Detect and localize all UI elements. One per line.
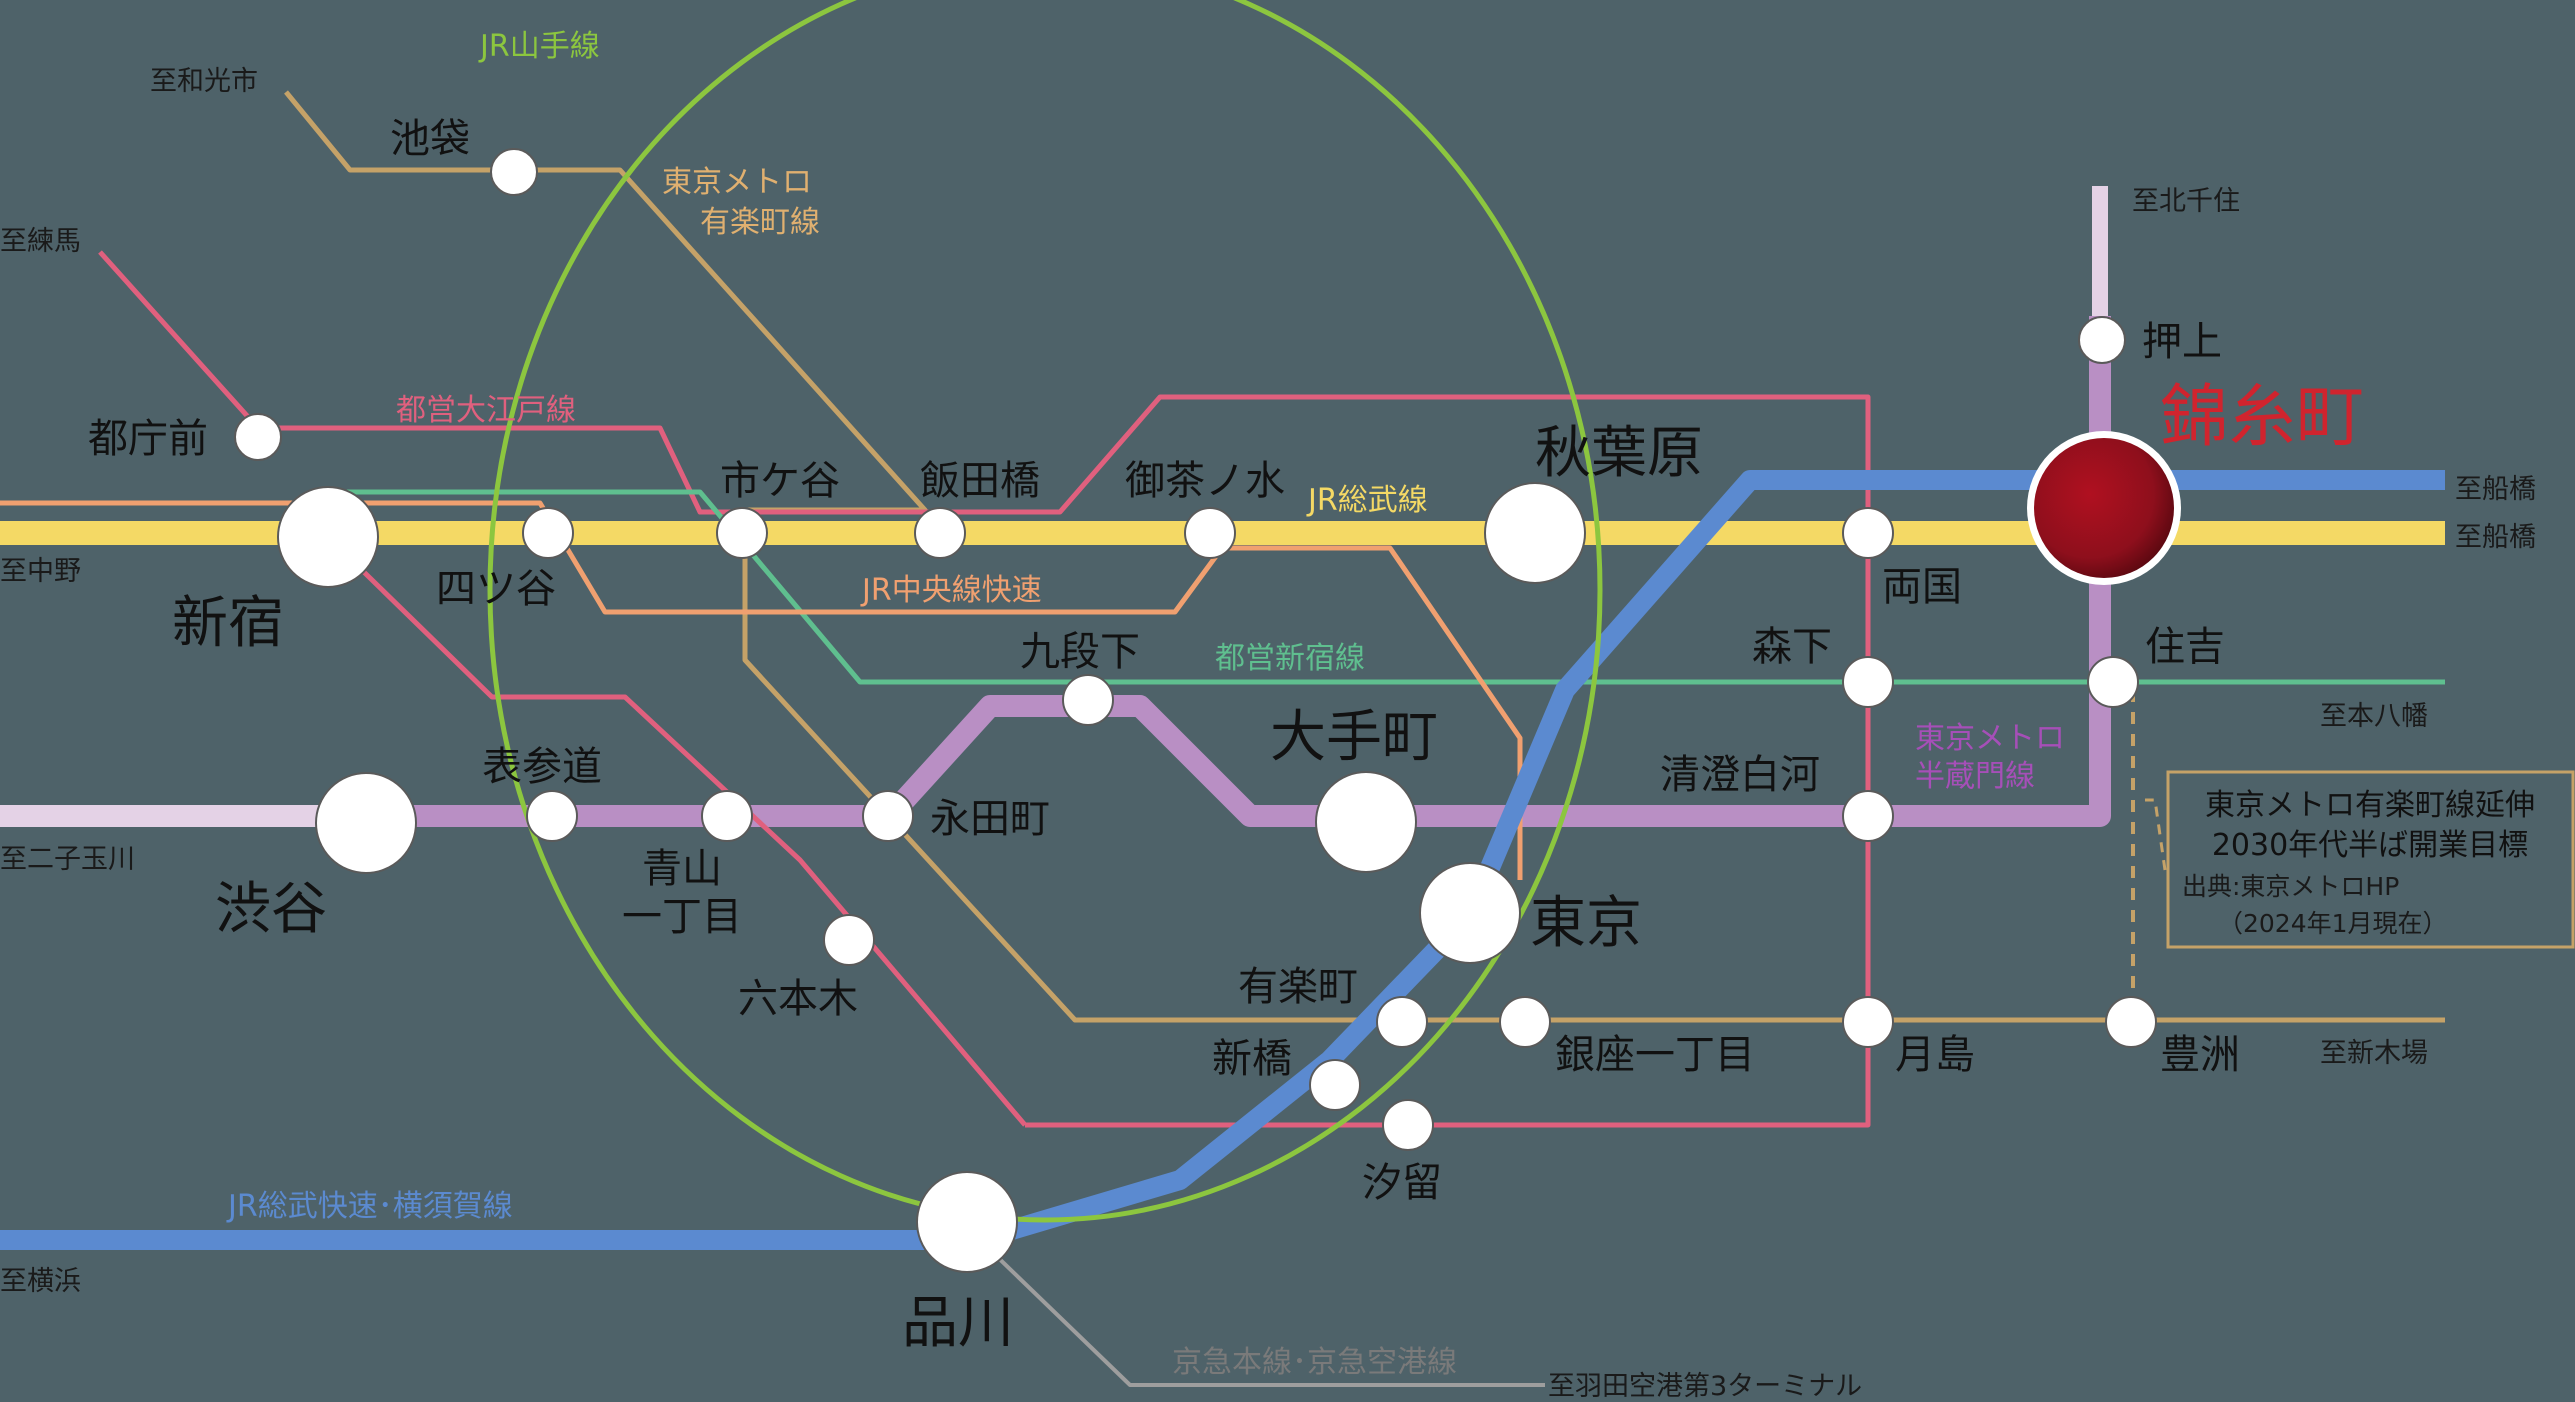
oedo-line [98,250,1871,1128]
toei-shinjuku-line [330,489,2445,685]
station-name-kiyosumi: 清澄白河 [1660,752,1820,798]
station-markers [234,148,2157,1273]
oedo-line-south [326,535,1027,1127]
station-name-roppongi: 六本木 [738,976,858,1022]
direction-funabashi-1: 至船橋 [2455,474,2536,505]
yamanote-line [487,0,1603,1223]
label-keikyu: 京急本線･京急空港線 [1172,1345,1457,1380]
station-marker-shinagawa[interactable] [916,1171,1018,1273]
station-marker-aoyama[interactable] [701,790,753,842]
station-marker-ryogoku[interactable] [1842,507,1894,559]
direction-yokohama: 至横浜 [0,1266,81,1297]
direction-futakotamagawa: 至二子玉川 [0,844,135,875]
station-name-otemachi: 大手町 [1270,705,1438,770]
station-name-yurakucho: 有楽町 [1238,964,1358,1010]
station-marker-oshiage[interactable] [2078,316,2126,364]
station-marker-shinjuku[interactable] [277,486,379,588]
station-marker-akihabara[interactable] [1484,482,1586,584]
note-source1: 出典:東京メトロHP [2182,872,2399,901]
extension-note: 東京メトロ有楽町線延伸 2030年代半ば開業目標 出典:東京メトロHP （202… [2145,770,2575,949]
direction-haneda: 至羽田空港第3ターミナル [1548,1371,1862,1402]
station-labels: 池袋 都庁前 新宿 四ツ谷 市ケ谷 飯田橋 御茶ノ水 秋葉原 両国 押上 錦糸町… [88,116,2364,1356]
station-marker-shimbashi[interactable] [1309,1059,1361,1111]
label-sobu: JR総武線 [1306,483,1428,518]
hanzomon-line [330,316,2111,827]
station-marker-tochomae[interactable] [234,413,282,461]
station-marker-kudanshita[interactable] [1062,674,1114,726]
label-oedo: 都営大江戸線 [396,393,576,428]
station-name-tokyo: 東京 [1530,891,1642,956]
keikyu-line [983,1243,1545,1387]
station-name-aoyama: 青山一丁目 [622,846,742,940]
note-box [2166,770,2575,949]
line-labels: JR山手線 東京メトロ有楽町線 都営大江戸線 JR総武線 JR中央線快速 都営新… [226,29,2065,1380]
direction-wakoshi: 至和光市 [150,66,258,97]
note-source2: （2024年1月現在） [2218,909,2448,938]
station-marker-otemachi[interactable] [1315,771,1417,873]
note-leader [2145,798,2167,871]
station-marker-shiodome[interactable] [1382,1099,1434,1151]
station-name-kinshicho: 錦糸町 [2160,378,2364,457]
station-name-shimbashi: 新橋 [1212,1036,1292,1082]
station-marker-yurakucho[interactable] [1376,996,1428,1048]
station-name-morishita: 森下 [1752,624,1832,670]
station-marker-yotsuya[interactable] [522,507,574,559]
direction-kitasenju: 至北千住 [2132,186,2240,217]
station-marker-toyosu[interactable] [2105,996,2157,1048]
station-marker-sumiyoshi[interactable] [2087,656,2139,708]
station-marker-tokyo[interactable] [1419,862,1521,964]
station-name-tochomae: 都庁前 [88,416,208,462]
station-marker-omotesando[interactable] [526,790,578,842]
station-name-omotesando: 表参道 [482,744,602,790]
station-marker-ichigaya[interactable] [716,507,768,559]
station-marker-nagatacho[interactable] [862,790,914,842]
station-name-ikebukuro: 池袋 [390,116,470,162]
station-name-iidabashi: 飯田橋 [920,458,1040,504]
station-marker-ochanomizu[interactable] [1184,507,1236,559]
station-name-ichigaya: 市ケ谷 [720,458,840,504]
station-name-ochanomizu: 御茶ノ水 [1125,458,1285,504]
route-lines [0,0,2445,1387]
station-marker-iidabashi[interactable] [914,507,966,559]
label-toei-shinjuku: 都営新宿線 [1215,641,1365,676]
station-name-toyosu: 豊洲 [2160,1032,2240,1078]
station-marker-ikebukuro[interactable] [490,148,538,196]
station-marker-kiyosumi[interactable] [1842,790,1894,842]
station-name-oshiage: 押上 [2142,319,2222,365]
direction-funabashi-2: 至船橋 [2455,522,2536,553]
station-name-yotsuya: 四ツ谷 [436,566,556,612]
note-line1: 東京メトロ有楽町線延伸 [2205,788,2535,823]
direction-labels: 至和光市 至練馬 至中野 至二子玉川 至横浜 至北千住 至船橋 至船橋 至本八幡… [0,66,2536,1402]
direction-motoyawata: 至本八幡 [2320,701,2428,732]
station-name-akihabara: 秋葉原 [1535,421,1703,486]
station-marker-morishita[interactable] [1842,656,1894,708]
label-hanzomon: 東京メトロ半蔵門線 [1915,721,2065,794]
station-name-shiodome: 汐留 [1362,1160,1442,1206]
station-name-shinagawa: 品川 [902,1291,1014,1356]
station-name-shinjuku: 新宿 [172,591,284,656]
station-name-nagatacho: 永田町 [930,796,1050,842]
direction-nerima: 至練馬 [0,226,81,257]
station-name-kudanshita: 九段下 [1020,629,1140,675]
station-name-shibuya: 渋谷 [215,877,327,942]
label-yamanote: JR山手線 [478,29,600,64]
station-marker-roppongi[interactable] [823,914,875,966]
station-marker-tsukishima[interactable] [1842,996,1894,1048]
station-name-ginza1: 銀座一丁目 [1555,1032,1755,1078]
kinshicho-highlight [2034,438,2174,578]
note-line2: 2030年代半ば開業目標 [2212,828,2528,863]
station-marker-shibuya[interactable] [315,772,417,874]
label-sobu-rapid: JR総武快速･横須賀線 [226,1189,513,1224]
label-yurakucho: 東京メトロ有楽町線 [662,165,820,240]
station-name-ryogoku: 両国 [1882,564,1962,610]
station-name-sumiyoshi: 住吉 [2145,624,2225,670]
direction-nakano: 至中野 [0,556,81,587]
direction-shinkiba: 至新木場 [2320,1038,2428,1069]
label-chuo-rapid: JR中央線快速 [860,573,1042,608]
station-name-tsukishima: 月島 [1895,1032,1975,1078]
station-marker-ginza1[interactable] [1499,996,1551,1048]
